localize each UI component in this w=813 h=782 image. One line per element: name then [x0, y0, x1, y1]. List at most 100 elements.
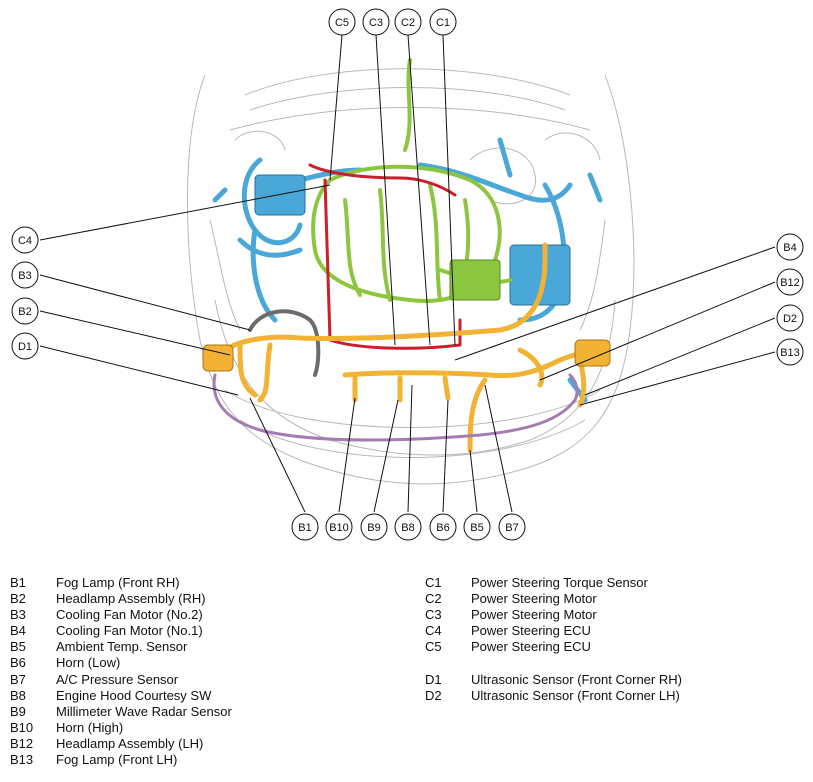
legend-item: B13 Fog Lamp (Front LH): [10, 752, 232, 768]
legend-code: B4: [10, 623, 26, 639]
legend-item: C5 Power Steering ECU: [425, 639, 682, 655]
svg-text:B2: B2: [18, 306, 31, 318]
svg-text:B13: B13: [780, 347, 800, 359]
legend-code: B8: [10, 687, 26, 703]
leader-lines: [39, 34, 776, 513]
legend-item: B12 Headlamp Assembly (LH): [10, 736, 232, 752]
callout-b7: B7: [498, 513, 526, 541]
legend-code: B13: [10, 752, 34, 768]
legend-code: B3: [10, 607, 26, 623]
callout-b1: B1: [291, 513, 319, 541]
blue-box-left: [254, 174, 306, 216]
legend-code: B5: [10, 639, 26, 655]
legend-label: Power Steering ECU: [471, 623, 591, 639]
legend-code: B7: [10, 671, 26, 687]
legend-label: Cooling Fan Motor (No.2): [56, 607, 203, 623]
legend-item: B7 A/C Pressure Sensor: [10, 672, 232, 688]
legend-label: Horn (Low): [56, 655, 121, 671]
callout-c1: C1: [429, 8, 457, 36]
svg-text:B4: B4: [783, 242, 796, 254]
legend-label: Fog Lamp (Front RH): [56, 575, 180, 590]
callout-b5: B5: [463, 513, 491, 541]
legend-code: B12: [10, 735, 34, 751]
legend-label: Engine Hood Courtesy SW: [56, 687, 212, 703]
legend-label: Ultrasonic Sensor (Front Corner LH): [471, 687, 680, 703]
legend-item: C3 Power Steering Motor: [425, 607, 682, 623]
legend-code: D2: [425, 687, 442, 703]
legend-code: B2: [10, 591, 26, 607]
callout-b3: B3: [11, 261, 39, 289]
legend-code: C2: [425, 591, 442, 607]
legend-code: C4: [425, 623, 442, 639]
legend-item: C1 Power Steering Torque Sensor: [425, 575, 682, 591]
svg-text:B12: B12: [780, 277, 800, 289]
legend-code: B10: [10, 719, 34, 735]
svg-text:B8: B8: [401, 522, 414, 534]
legend-item: C4 Power Steering ECU: [425, 623, 682, 639]
legend-label: Power Steering Motor: [471, 607, 597, 623]
legend-item: C2 Power Steering Motor: [425, 591, 682, 607]
svg-text:B9: B9: [367, 522, 380, 534]
svg-text:D2: D2: [783, 313, 797, 325]
legend-label: Horn (High): [56, 719, 124, 735]
legend-label: Ultrasonic Sensor (Front Corner RH): [471, 671, 682, 687]
legend-label: A/C Pressure Sensor: [56, 671, 179, 687]
svg-text:B5: B5: [470, 522, 483, 534]
legend-label: Fog Lamp (Front LH): [56, 752, 178, 768]
svg-text:B7: B7: [505, 522, 518, 534]
legend-gap: [425, 655, 682, 671]
callout-d2: D2: [776, 304, 804, 332]
red-harness: [308, 163, 462, 350]
svg-text:C5: C5: [335, 17, 349, 29]
legend-item: B5 Ambient Temp. Sensor: [10, 639, 232, 655]
legend-code: C3: [425, 607, 442, 623]
svg-text:B1: B1: [298, 522, 311, 534]
callout-b9: B9: [360, 513, 388, 541]
legend-label: Cooling Fan Motor (No.1): [56, 623, 203, 639]
legend-item: B6 Horn (Low): [10, 655, 232, 671]
legend-label: Headlamp Assembly (LH): [56, 735, 204, 751]
legend-item: B2 Headlamp Assembly (RH): [10, 591, 232, 607]
purple-harness: [212, 373, 579, 442]
gray-harness: [248, 309, 321, 377]
callout-c2: C2: [394, 8, 422, 36]
legend-item: B10 Horn (High): [10, 720, 232, 736]
legend-label: Ambient Temp. Sensor: [56, 639, 188, 655]
legend-item: D1 Ultrasonic Sensor (Front Corner RH): [425, 672, 682, 688]
legend-label: Power Steering Motor: [471, 591, 597, 607]
callout-c5: C5: [328, 8, 356, 36]
legend-code: C5: [425, 639, 442, 655]
legend-label: Headlamp Assembly (RH): [56, 591, 206, 607]
legend-item: B3 Cooling Fan Motor (No.2): [10, 607, 232, 623]
callout-b12: B12: [776, 268, 804, 296]
legend-label: Power Steering ECU: [471, 639, 591, 655]
legend-item: B1 Fog Lamp (Front RH): [10, 575, 232, 591]
callout-d1: D1: [11, 332, 39, 360]
green-block: [449, 259, 501, 301]
legend-code: C1: [425, 575, 442, 590]
callout-c3: C3: [362, 8, 390, 36]
callout-b8: B8: [394, 513, 422, 541]
svg-text:B10: B10: [329, 522, 349, 534]
orange-lamp-left: [202, 344, 234, 372]
orange-lamp-right: [574, 339, 611, 367]
callout-b4: B4: [776, 233, 804, 261]
callout-b6: B6: [429, 513, 457, 541]
legend-item: B8 Engine Hood Courtesy SW: [10, 688, 232, 704]
svg-text:C4: C4: [18, 235, 32, 247]
legend-label: Power Steering Torque Sensor: [471, 575, 648, 590]
legend-label: Millimeter Wave Radar Sensor: [56, 703, 232, 719]
wiring-harness-diagram: C5 C3 C2 C1 C4 B3 B2 D1 B4 B12 D2 B13 B1…: [11, 8, 804, 541]
svg-text:C3: C3: [369, 17, 383, 29]
legend-code: B9: [10, 703, 26, 719]
legend-code: B1: [10, 575, 26, 590]
legend-code: B6: [10, 655, 26, 671]
svg-text:C2: C2: [401, 17, 415, 29]
legend-item: B9 Millimeter Wave Radar Sensor: [10, 704, 232, 720]
blue-box-right: [509, 244, 571, 306]
callout-b10: B10: [325, 513, 353, 541]
callout-b2: B2: [11, 297, 39, 325]
legend-code: D1: [425, 671, 442, 687]
